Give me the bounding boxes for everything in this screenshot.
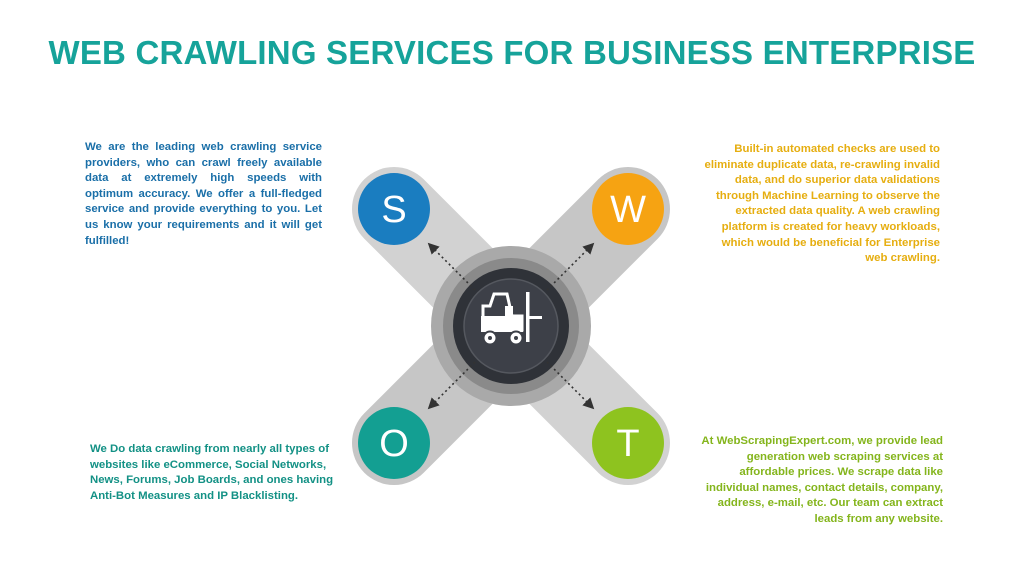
quadrant-s: S — [358, 173, 430, 245]
forklift-icon — [481, 292, 542, 346]
strengths-text: We are the leading web crawling service … — [85, 141, 322, 247]
quadrant-o: O — [358, 407, 430, 479]
opportunities-text: We Do data crawling from nearly all type… — [90, 443, 334, 502]
weaknesses-text: Built-in automated checks are used to el… — [704, 143, 940, 265]
swot-diagram: S W O T — [352, 167, 670, 485]
quadrant-t: T — [592, 407, 664, 479]
page-title: WEB CRAWLING SERVICES FOR BUSINESS ENTER… — [48, 34, 976, 71]
letter-o: O — [379, 423, 409, 465]
letter-t: T — [616, 423, 639, 465]
dotted-arrows — [427, 242, 595, 410]
letter-s: S — [381, 189, 406, 231]
letter-w: W — [610, 189, 646, 231]
quadrant-w: W — [592, 173, 664, 245]
threats-text: At WebScrapingExpert.com, we provide lea… — [701, 435, 943, 525]
